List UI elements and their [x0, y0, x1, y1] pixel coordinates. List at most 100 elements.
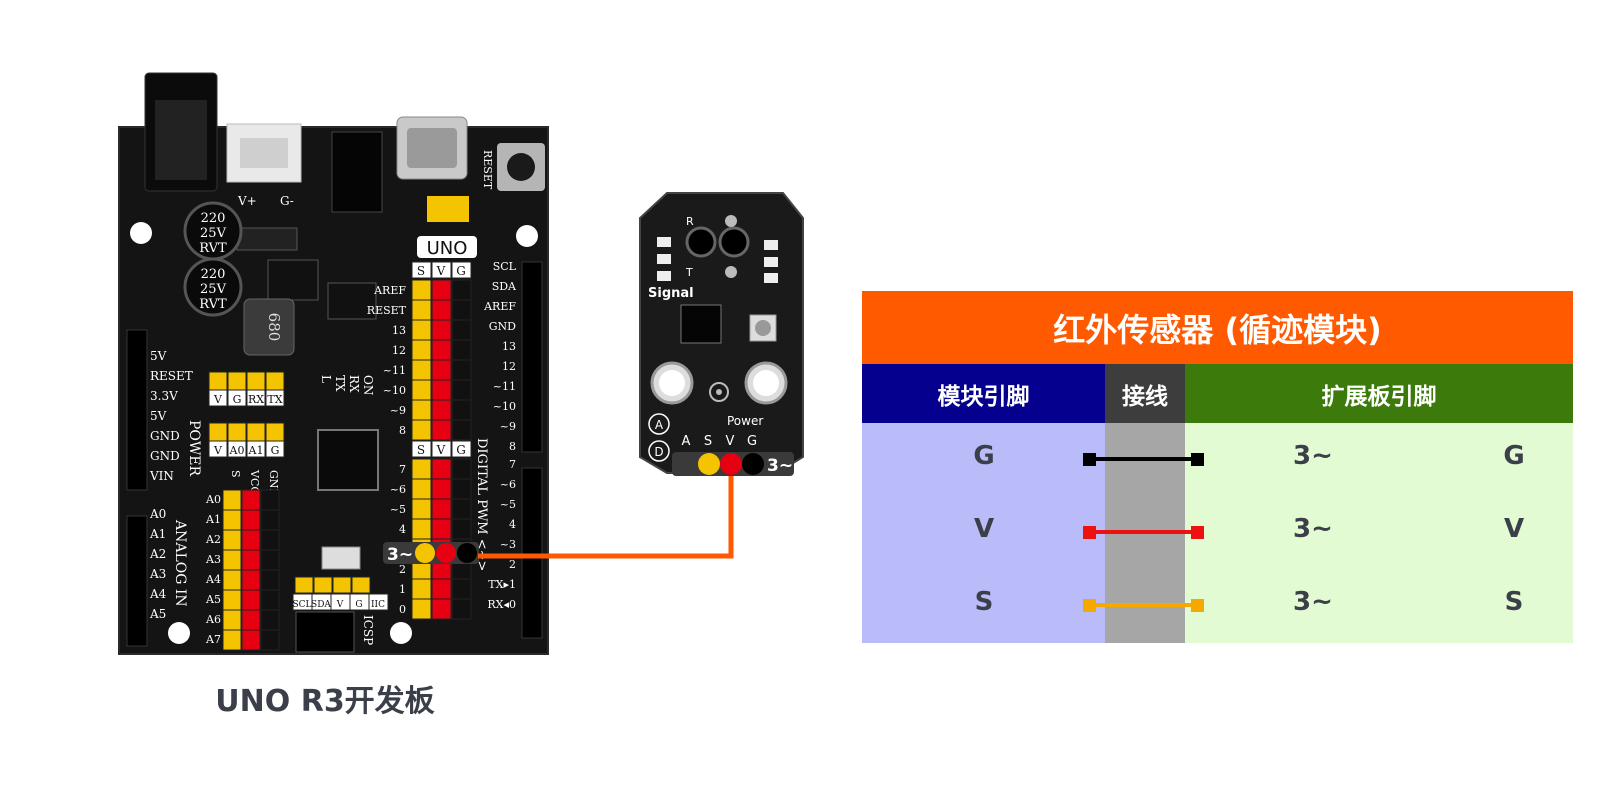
wire-end-icon: [1191, 453, 1204, 466]
signal-pin-icon: [222, 629, 242, 651]
sensor-mode-a-label: A: [655, 418, 664, 432]
signal-pin-icon: [411, 379, 432, 401]
cap2-line3: RVT: [199, 297, 227, 312]
digital-pin-label: ~5: [390, 503, 406, 516]
sensor-pin-label: V: [726, 434, 735, 449]
power-pin-icon: [431, 319, 452, 341]
mcu-chip-icon: [317, 429, 379, 491]
i2c-pin-icon: [294, 576, 314, 594]
extension-pin-cell: V: [1503, 514, 1525, 544]
analog-col-label: S: [229, 470, 242, 478]
board-ground-dot: [457, 543, 477, 563]
icsp-header: [295, 611, 355, 653]
sensor-r-label: R: [686, 215, 694, 228]
crystal-icon: [427, 196, 469, 222]
signal-pin-icon: [222, 509, 242, 531]
extension-column: [1185, 423, 1573, 643]
right-pin-label: 4: [509, 518, 516, 531]
power-pin-icon: [431, 518, 452, 540]
mount-hole-icon: [168, 622, 190, 644]
extension-pin-cell: G: [1503, 441, 1525, 471]
capacitor-2-icon: 220 25V RVT: [183, 257, 243, 317]
signal-pin-icon: [222, 589, 242, 611]
analog-pin-label: A3: [149, 567, 166, 581]
inductor-icon: [243, 298, 295, 356]
connection-wire: [478, 468, 734, 559]
digital-pin-label: RESET: [367, 304, 407, 317]
power-pin-icon: [241, 629, 261, 651]
right-side-labels: SCLSDAAREFGND1312~11~10~987~6~54~32TX▸1R…: [483, 260, 517, 611]
module-pin-cell: V: [973, 514, 995, 544]
right-pin-label: SCL: [493, 260, 517, 273]
mount-hole-icon: [516, 225, 538, 247]
wire-line: [1089, 603, 1197, 607]
header-label-box: [208, 440, 228, 458]
cap2-line1: 220: [201, 267, 226, 282]
i2c-pin-icon: [332, 576, 352, 594]
power-pin-icon: [431, 279, 452, 301]
sensor-signal-dot: [698, 453, 720, 475]
sensor-signal-label: Signal: [648, 286, 694, 301]
power-pin-label: 3.3V: [150, 389, 178, 403]
header-label-box: [265, 440, 285, 458]
header-label-box: [227, 440, 247, 458]
digital-col-label-box: [411, 261, 432, 279]
digital-pin-label: 2: [399, 563, 406, 576]
header-pin-icon: [265, 422, 285, 442]
ground-pin-icon: [260, 489, 280, 511]
mount-hole-icon: [130, 222, 152, 244]
ir-receiver-icon: [685, 226, 717, 258]
module-pin-cell: G: [973, 441, 995, 471]
right-bottom-header: [521, 467, 543, 639]
comparator-chip-icon: [680, 304, 722, 344]
sensor-pin-label: G: [747, 434, 757, 449]
signal-pin-icon: [411, 518, 432, 540]
signal-pin-icon: [411, 458, 432, 480]
signal-pin-icon: [411, 319, 432, 341]
power-pin-icon: [431, 598, 452, 620]
inductor-label: 680: [265, 313, 283, 342]
header-pin-icon: [208, 371, 228, 391]
power-pin-label: GND: [150, 449, 180, 463]
ground-pin-icon: [451, 578, 472, 600]
analog-pin-label: A2: [149, 547, 166, 561]
wire-end-icon: [1083, 453, 1096, 466]
mount-hole-icon: [390, 622, 412, 644]
signal-pin-icon: [411, 498, 432, 520]
right-pin-label: 13: [502, 340, 516, 353]
extension-pin-number-cell: 3~: [1293, 514, 1333, 544]
header-pin-label: RX: [248, 393, 264, 406]
power-pin-icon: [431, 359, 452, 381]
sensor-pin-label: A: [682, 434, 691, 449]
power-pin-icon: [431, 419, 452, 441]
signal-pin-icon: [222, 569, 242, 591]
power-pin-icon: [431, 379, 452, 401]
power-pin-icon: [431, 578, 452, 600]
digital-col-label-box: [451, 440, 472, 458]
header-pin-icon: [227, 371, 247, 391]
wire-end-icon: [1191, 599, 1204, 612]
extension-pin-number-cell: 3~: [1293, 441, 1333, 471]
extension-pin-number-cell: 3~: [1293, 587, 1333, 617]
power-minus-label: G-: [280, 194, 294, 208]
sensor-ground-dot: [742, 453, 764, 475]
analog-header-pin-label: A2: [205, 533, 221, 546]
board-caption: UNO R3开发板: [215, 684, 435, 719]
wire-end-icon: [1083, 526, 1096, 539]
ground-pin-icon: [451, 379, 472, 401]
led-label: L: [319, 375, 333, 383]
power-pin-icon: [431, 458, 452, 480]
right-pin-label: ~10: [493, 400, 516, 413]
header-pin-label: V: [213, 393, 223, 406]
analog-vertical-label: ANALOG IN: [172, 519, 188, 607]
digital-pin-label: ~6: [390, 483, 406, 496]
right-pin-label: RX◂0: [487, 598, 516, 611]
ground-pin-icon: [451, 498, 472, 520]
header-pin-icon: [265, 371, 285, 391]
ground-pin-icon: [260, 569, 280, 591]
power-pin-icon: [241, 529, 261, 551]
power-pin-icon: [431, 339, 452, 361]
